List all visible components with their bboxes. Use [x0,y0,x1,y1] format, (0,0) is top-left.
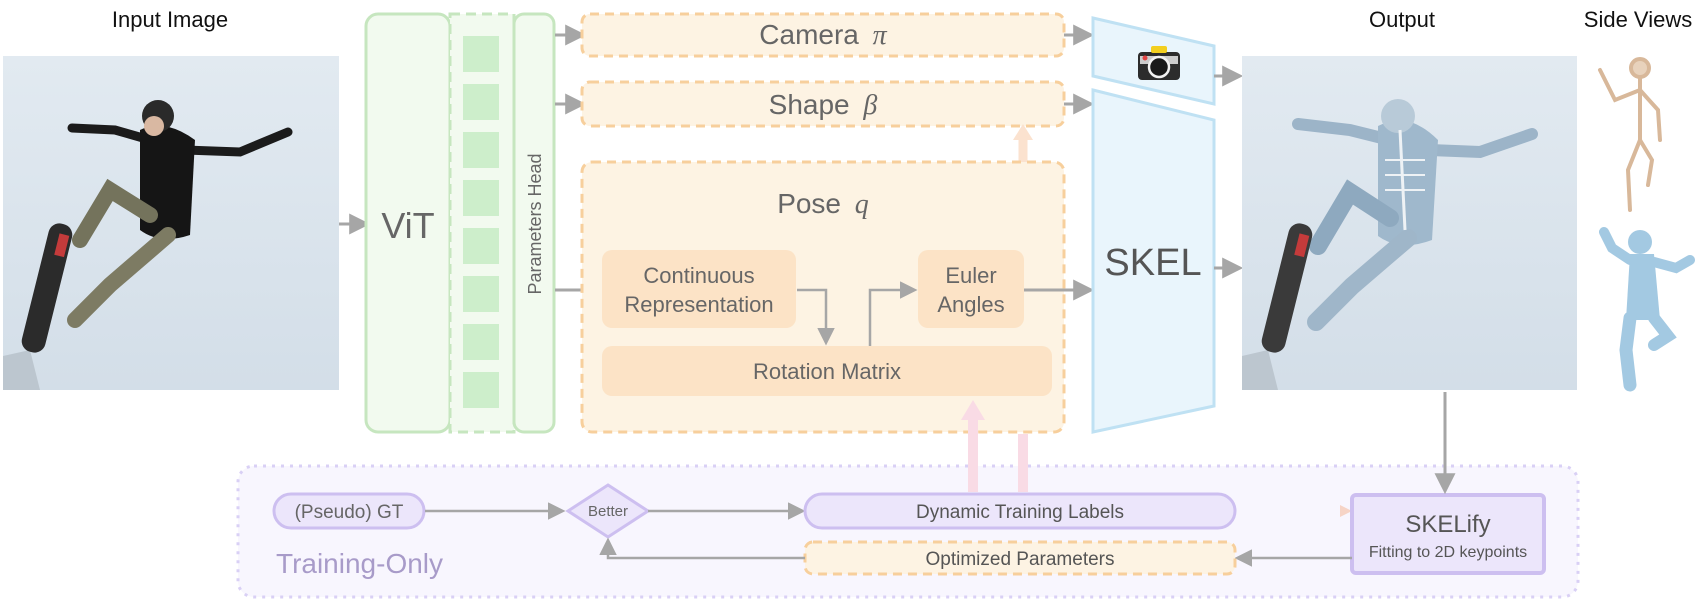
camera-symbol: π [873,20,888,51]
skel-label: SKEL [1104,242,1201,284]
parameters-head-label: Parameters Head [525,153,545,294]
dynamic-training-labels-label: Dynamic Training Labels [916,502,1124,523]
optimized-parameters-label: Optimized Parameters [925,549,1114,570]
shape-params-box: Shape β [580,80,1066,128]
euler-line1: Euler [945,263,996,288]
skelify-box [1350,493,1546,575]
skelify-label: SKELify [1405,511,1490,538]
shape-label: Shape [769,89,850,120]
vit-label: ViT [381,205,434,246]
mesh-side-view [1599,227,1695,392]
camera-icon [1138,46,1180,80]
token [463,324,499,360]
skel-model: SKEL [1091,88,1216,434]
svg-text:Pose q: Pose q [777,188,869,220]
euler-line2: Angles [937,292,1004,317]
camera-projection [1091,16,1216,106]
pose-symbol: q [855,189,869,220]
svg-text:Camera π: Camera π [759,19,887,51]
token [463,180,499,216]
pose-label: Pose [777,188,841,219]
token [463,276,499,312]
skelify-sub-label: Fitting to 2D keypoints [1369,544,1527,561]
training-only-label: Training-Only [276,548,443,579]
token [463,36,499,72]
svg-text:Shape β: Shape β [769,89,878,121]
continuous-line2: Representation [624,292,773,317]
rotation-matrix-box [602,346,1052,396]
pseudo-gt-label: (Pseudo) GT [295,502,404,523]
continuous-representation-box [602,250,796,328]
camera-params-box: Camera π [580,12,1066,58]
input-image-header: Input Image [112,7,228,32]
camera-label: Camera [759,19,859,50]
continuous-line1: Continuous [643,263,754,288]
better-decision [565,483,651,539]
pseudo-gt-box [272,492,426,530]
better-label: Better [588,503,628,520]
input-image [3,56,339,390]
euler-angles-box [918,250,1024,328]
vit-encoder: ViT Parameters Head [364,12,556,434]
output-header: Output [1369,7,1435,32]
skeleton-side-view [1598,57,1662,212]
rotation-matrix-label: Rotation Matrix [753,359,901,384]
shape-symbol: β [862,90,877,121]
token [463,228,499,264]
token-column [463,36,499,408]
pose-params-box: Pose q Continuous Representation Euler A… [580,160,1066,434]
token [463,84,499,120]
token [463,372,499,408]
side-views-header: Side Views [1584,7,1692,32]
output-image [1242,56,1577,390]
token [463,132,499,168]
